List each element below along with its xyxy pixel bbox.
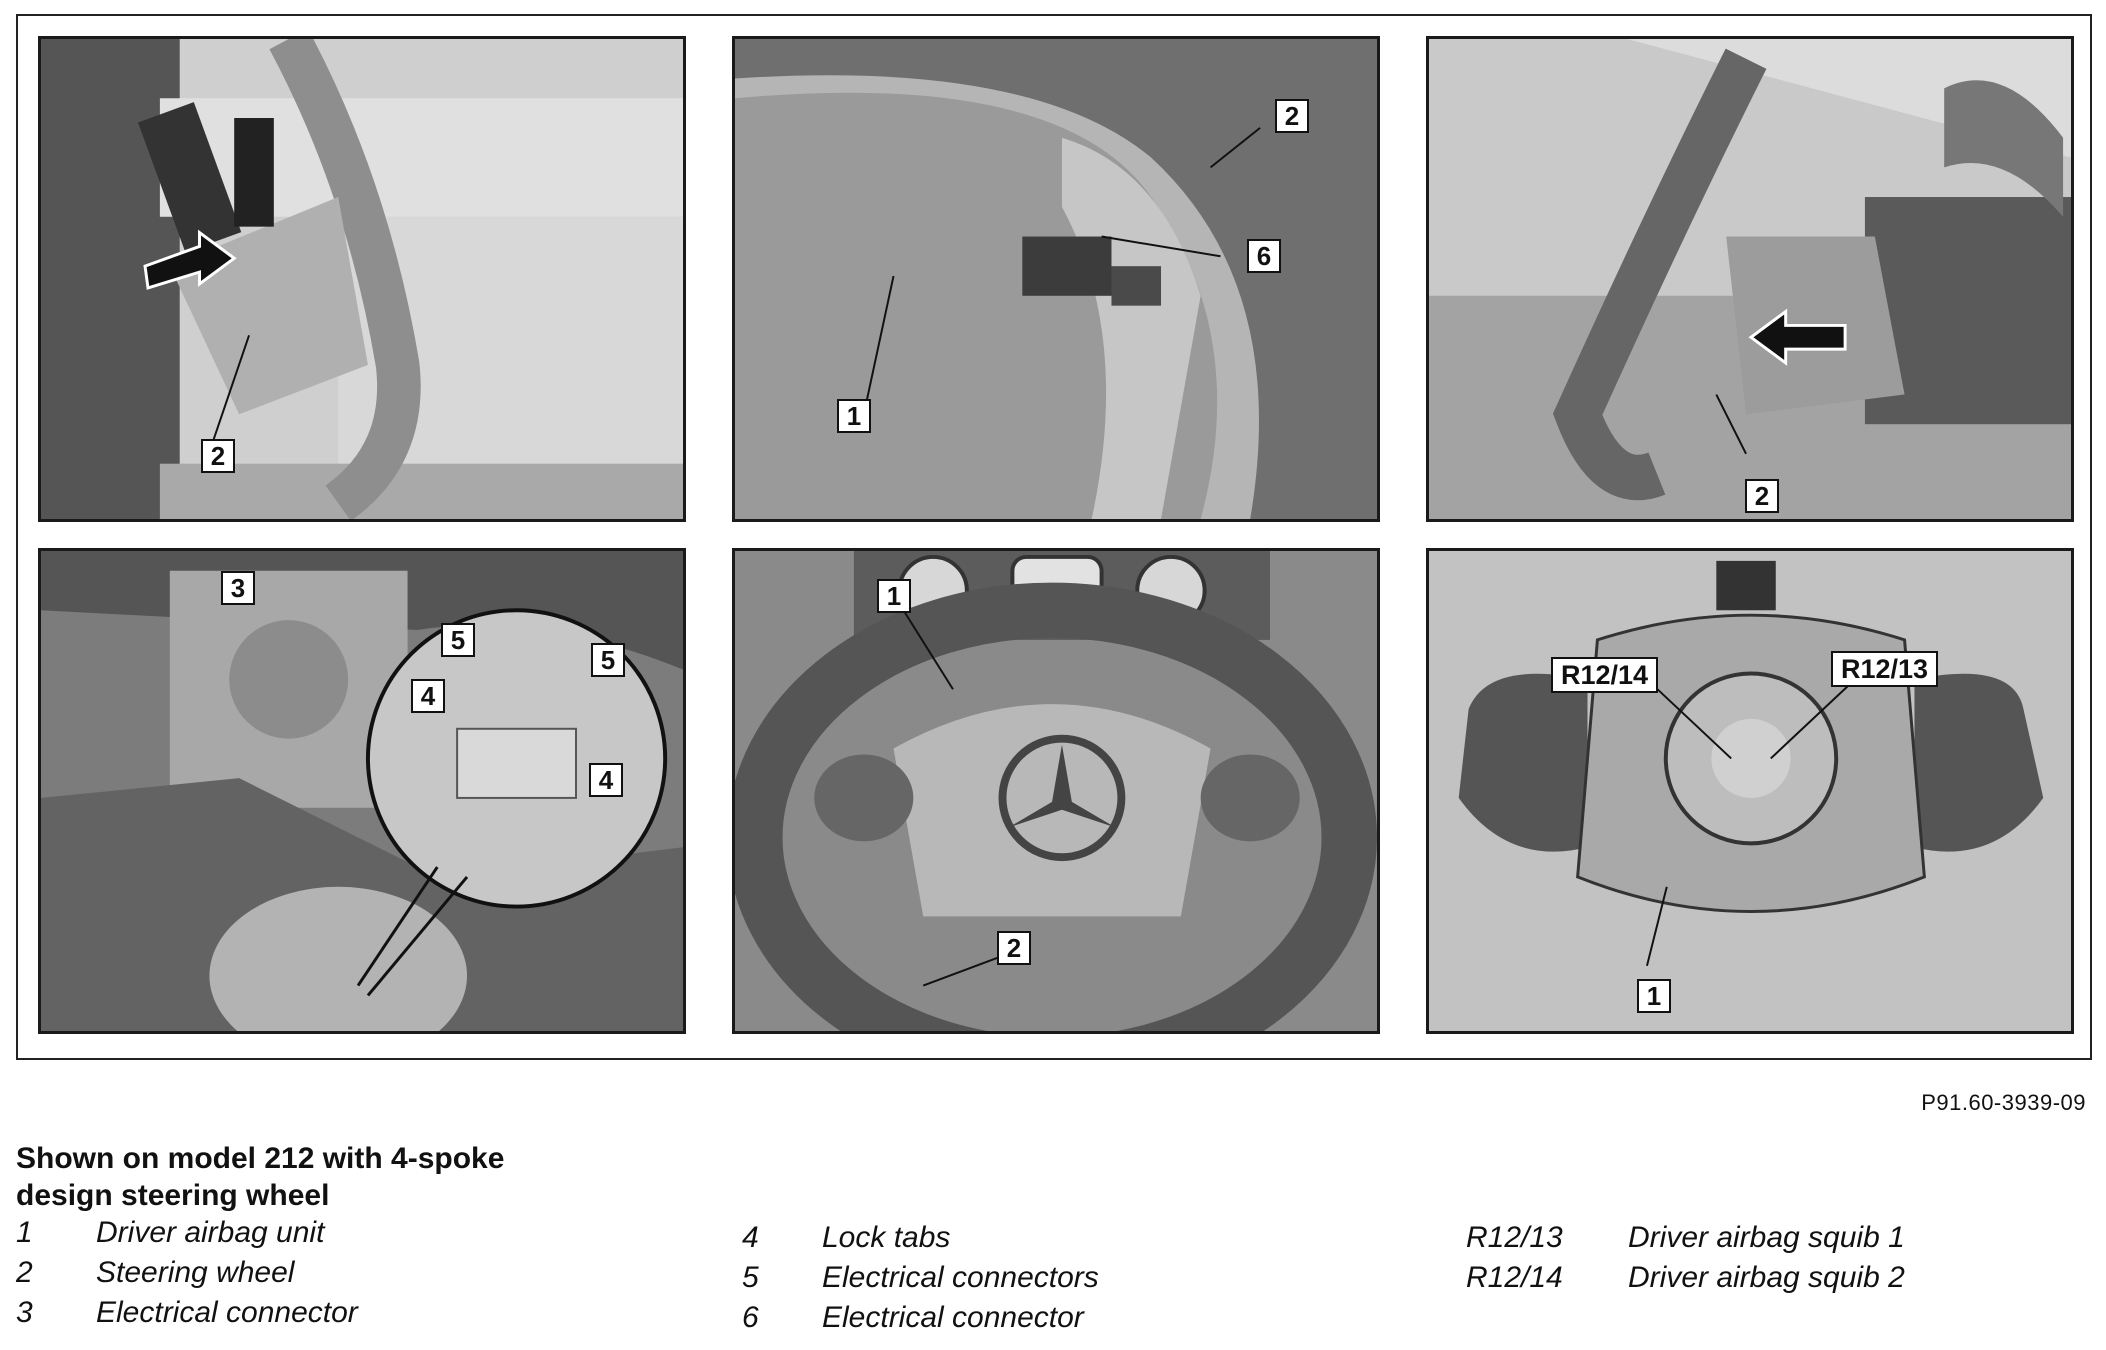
legend-key: 4	[742, 1221, 759, 1254]
callout-1: 1	[1637, 979, 1671, 1013]
legend-item: 5 Electrical connectors	[742, 1258, 1099, 1298]
legend-text: Driver airbag unit	[96, 1216, 325, 1249]
legend-key: 2	[16, 1256, 33, 1289]
photo-steering-wheel-front	[735, 551, 1377, 1031]
legend-key: 3	[16, 1296, 33, 1329]
figure-code: P91.60-3939-09	[1921, 1090, 2086, 1115]
callout-1: 1	[837, 399, 871, 433]
legend-item: 3 Electrical connector	[16, 1293, 358, 1333]
callout-5: 5	[441, 623, 475, 657]
legend-item: 4 Lock tabs	[742, 1218, 1099, 1258]
legend-key: 5	[742, 1261, 759, 1294]
callout-r12-13: R12/13	[1831, 651, 1939, 687]
photo-panel-1: 2	[38, 36, 686, 522]
legend-key: R12/13	[1466, 1221, 1563, 1254]
legend-text: Lock tabs	[822, 1221, 951, 1254]
legend-column-2: 4 Lock tabs 5 Electrical connectors 6 El…	[742, 1218, 1099, 1338]
photo-panel-6: R12/14 R12/13 1	[1426, 548, 2074, 1034]
legend-column-3: R12/13 Driver airbag squib 1 R12/14 Driv…	[1466, 1218, 1905, 1298]
legend-text: Electrical connectors	[822, 1261, 1099, 1294]
callout-2: 2	[1745, 479, 1779, 513]
callout-5: 5	[591, 643, 625, 677]
legend-item: 6 Electrical connector	[742, 1298, 1099, 1338]
legend-item: 2 Steering wheel	[16, 1253, 358, 1293]
callout-2: 2	[1275, 99, 1309, 133]
legend-text: Electrical connector	[96, 1296, 358, 1329]
legend-key: 6	[742, 1301, 759, 1334]
legend-text: Driver airbag squib 1	[1628, 1221, 1905, 1254]
callout-1: 1	[877, 579, 911, 613]
callout-6: 6	[1247, 239, 1281, 273]
legend-item: R12/14 Driver airbag squib 2	[1466, 1258, 1905, 1298]
photo-panel-5: 1 2	[732, 548, 1380, 1034]
callout-2: 2	[997, 931, 1031, 965]
photo-panel-4: 3 5 5 4 4	[38, 548, 686, 1034]
legend-text: Driver airbag squib 2	[1628, 1261, 1905, 1294]
callout-4: 4	[411, 679, 445, 713]
photo-panel-2: 2 6 1	[732, 36, 1380, 522]
callout-3: 3	[221, 571, 255, 605]
legend-key: R12/14	[1466, 1261, 1563, 1294]
photo-airbag-unit-rear	[1429, 551, 2071, 1031]
legend-item: 1 Driver airbag unit	[16, 1213, 358, 1253]
figure-frame: 2 2 6 1 2	[16, 14, 2092, 1060]
photo-connectors-detail	[41, 551, 683, 1031]
callout-4: 4	[589, 763, 623, 797]
callout-2: 2	[201, 439, 235, 473]
legend-item: R12/13 Driver airbag squib 1	[1466, 1218, 1905, 1258]
legend-text: Electrical connector	[822, 1301, 1084, 1334]
photo-airbag-unit-lifted	[735, 39, 1377, 519]
photo-steering-column-right	[1429, 39, 2071, 519]
legend-title: Shown on model 212 with 4-spoke design s…	[16, 1142, 505, 1212]
legend-key: 1	[16, 1216, 33, 1249]
callout-r12-14: R12/14	[1551, 657, 1659, 693]
photo-steering-column-left	[41, 39, 683, 519]
photo-panel-3: 2	[1426, 36, 2074, 522]
legend-column-1: 1 Driver airbag unit 2 Steering wheel 3 …	[16, 1213, 358, 1333]
legend-text: Steering wheel	[96, 1256, 295, 1289]
